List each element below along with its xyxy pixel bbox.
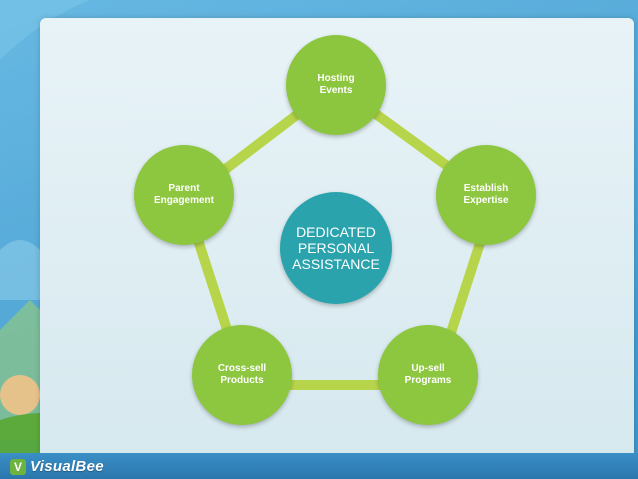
node-label: Hosting Events [317, 73, 355, 96]
center-label: DEDICATED PERSONAL ASSISTANCE [292, 224, 380, 272]
brand-logo: V VisualBee [10, 458, 104, 475]
node-label: Establish Expertise [463, 183, 509, 206]
footer-bar [0, 453, 638, 479]
node-label: Up-sell Programs [404, 363, 452, 386]
node-establish-expertise: Establish Expertise [436, 145, 536, 245]
node-cross-sell-products: Cross-sell Products [192, 325, 292, 425]
center-node: DEDICATED PERSONAL ASSISTANCE [280, 192, 392, 304]
node-parent-engagement: Parent Engagement [134, 145, 234, 245]
node-label: Cross-sell Products [217, 363, 267, 386]
node-label: Parent Engagement [153, 183, 214, 206]
node-up-sell-programs: Up-sell Programs [378, 325, 478, 425]
logo-text: VisualBee [30, 458, 104, 475]
node-hosting-events: Hosting Events [286, 35, 386, 135]
logo-icon: V [10, 458, 26, 475]
